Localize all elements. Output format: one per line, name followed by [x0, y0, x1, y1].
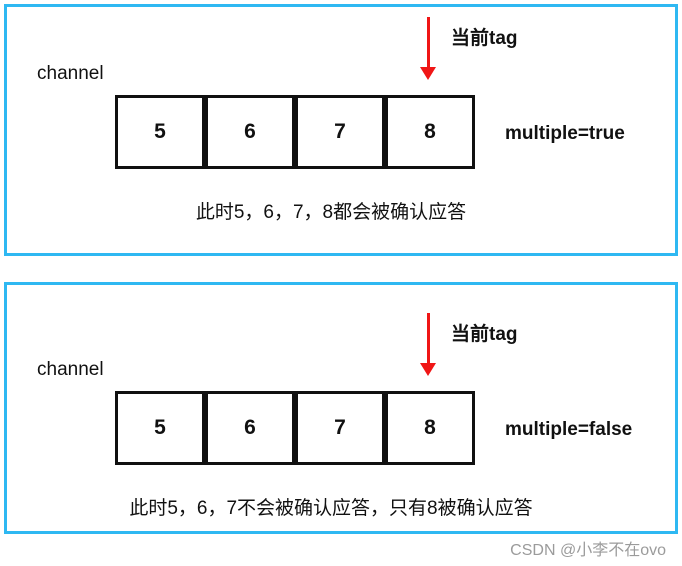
panel-caption: 此时5，6，7不会被确认应答，只有8被确认应答	[129, 498, 533, 519]
panel-multiple-false: 当前tag channel 5 6 7 8 multiple=false 此时5…	[4, 282, 678, 534]
multiple-flag-label: multiple=false	[505, 419, 633, 440]
channel-label: channel	[37, 63, 104, 84]
panel-caption: 此时5，6，7，8都会被确认应答	[195, 202, 467, 223]
channel-cells: 5 6 7 8	[115, 391, 475, 465]
channel-cell-6: 6	[205, 391, 295, 465]
multiple-flag-label: multiple=true	[505, 123, 625, 144]
arrow-line	[426, 17, 430, 67]
channel-cells: 5 6 7 8	[115, 95, 475, 169]
arrow-head-icon	[420, 363, 436, 376]
arrow-head-icon	[420, 67, 436, 80]
channel-cell-5: 5	[115, 95, 205, 169]
current-tag-label: 当前tag	[451, 324, 518, 345]
channel-cell-7: 7	[295, 391, 385, 465]
current-tag-label: 当前tag	[451, 28, 518, 49]
current-tag-arrow	[420, 313, 436, 376]
panel-content: 当前tag channel 5 6 7 8 multiple=true 此时5，…	[7, 7, 675, 253]
panel-multiple-true: 当前tag channel 5 6 7 8 multiple=true 此时5，…	[4, 4, 678, 256]
channel-cell-8: 8	[385, 95, 475, 169]
channel-label: channel	[37, 359, 104, 380]
panel-content: 当前tag channel 5 6 7 8 multiple=false 此时5…	[7, 303, 675, 531]
channel-cell-7: 7	[295, 95, 385, 169]
channel-cell-5: 5	[115, 391, 205, 465]
channel-cell-8: 8	[385, 391, 475, 465]
arrow-line	[426, 313, 430, 363]
channel-cell-6: 6	[205, 95, 295, 169]
current-tag-arrow	[420, 17, 436, 80]
csdn-watermark: CSDN @小李不在ovo	[510, 542, 666, 559]
